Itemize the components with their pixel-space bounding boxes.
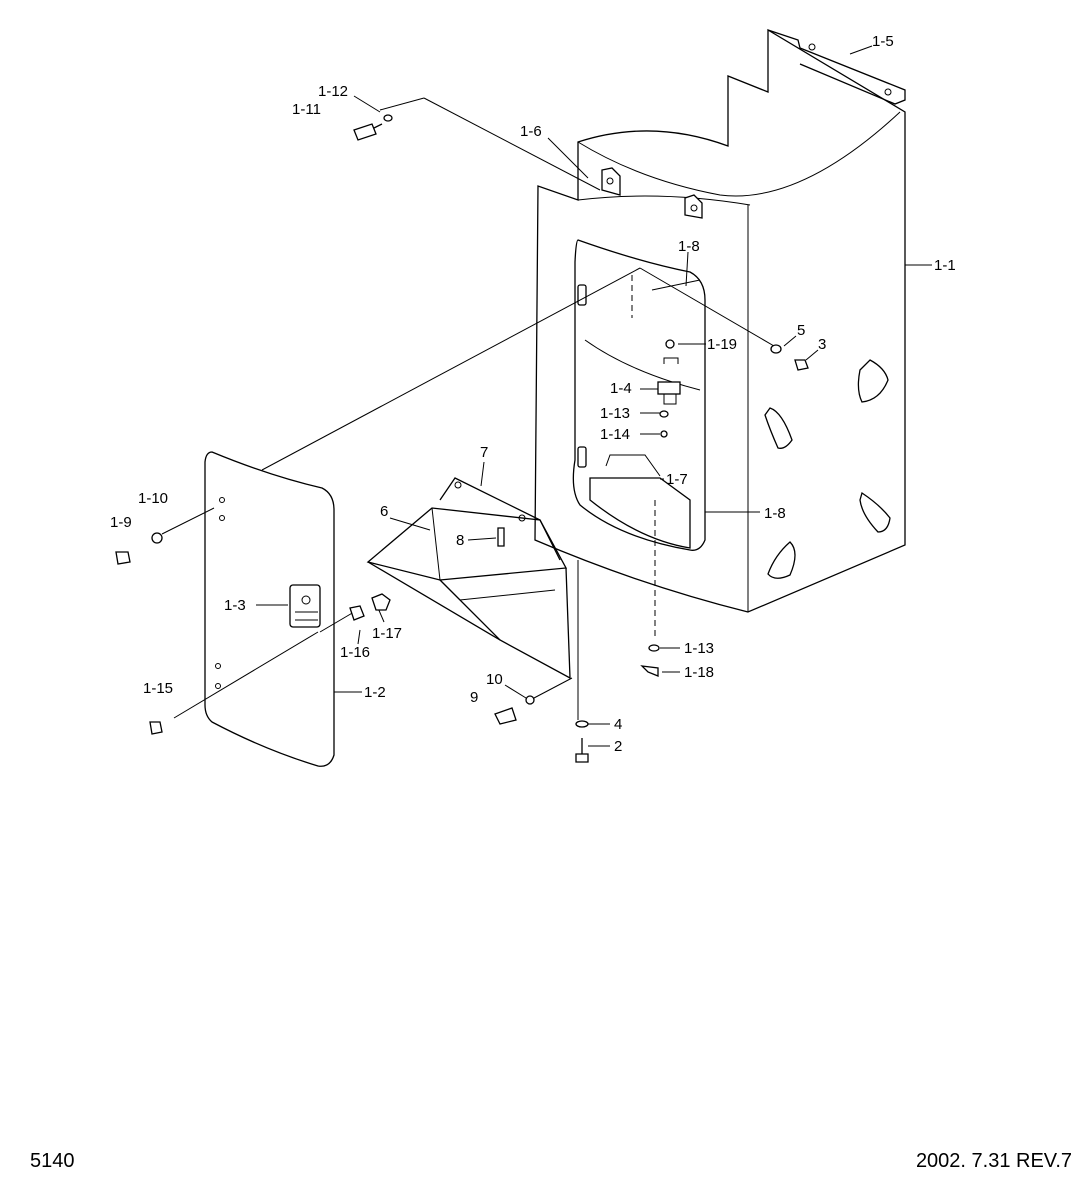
callout-10: 10	[486, 671, 503, 688]
door-panel	[204, 451, 335, 767]
callout-1-3: 1-3	[224, 597, 246, 614]
callout-9: 9	[470, 689, 478, 706]
callout-3: 3	[818, 336, 826, 353]
callout-1-14: 1-14	[600, 426, 630, 443]
callout-8: 8	[456, 532, 464, 549]
callout-4: 4	[614, 716, 622, 733]
callout-1-4: 1-4	[610, 380, 632, 397]
callout-1-6: 1-6	[520, 123, 542, 140]
callout-1-12: 1-12	[318, 83, 348, 100]
callout-7: 7	[480, 444, 488, 461]
callout-1-9: 1-9	[110, 514, 132, 531]
callout-6: 6	[380, 503, 388, 520]
callout-labels: 1-5 1-12 1-11 1-6 1-8 1-1 5 3 1-19 1-4 1…	[110, 33, 956, 755]
callout-1-10: 1-10	[138, 490, 168, 507]
callout-1-8-lower: 1-8	[764, 505, 786, 522]
revision-date: 2002. 7.31 REV.7	[915, 1150, 1072, 1172]
callout-1-17: 1-17	[372, 625, 402, 642]
callout-1-13-lower: 1-13	[684, 640, 714, 657]
callout-1-1: 1-1	[934, 257, 956, 274]
main-cover-housing	[534, 28, 906, 640]
callout-1-5: 1-5	[872, 33, 894, 50]
hardware-parts	[115, 114, 809, 763]
tray-box	[366, 477, 571, 680]
callout-1-8-upper: 1-8	[678, 238, 700, 255]
page-number: 5140	[30, 1150, 75, 1172]
leader-lines	[161, 45, 932, 747]
callout-1-16: 1-16	[340, 644, 370, 661]
callout-1-2: 1-2	[364, 684, 386, 701]
callout-1-13-upper: 1-13	[600, 405, 630, 422]
callout-2: 2	[614, 738, 622, 755]
callout-1-19: 1-19	[707, 336, 737, 353]
callout-5: 5	[797, 322, 805, 339]
callout-1-15: 1-15	[143, 680, 173, 697]
callout-1-18: 1-18	[684, 664, 714, 681]
callout-1-7: 1-7	[666, 471, 688, 488]
callout-1-11: 1-11	[292, 101, 321, 118]
